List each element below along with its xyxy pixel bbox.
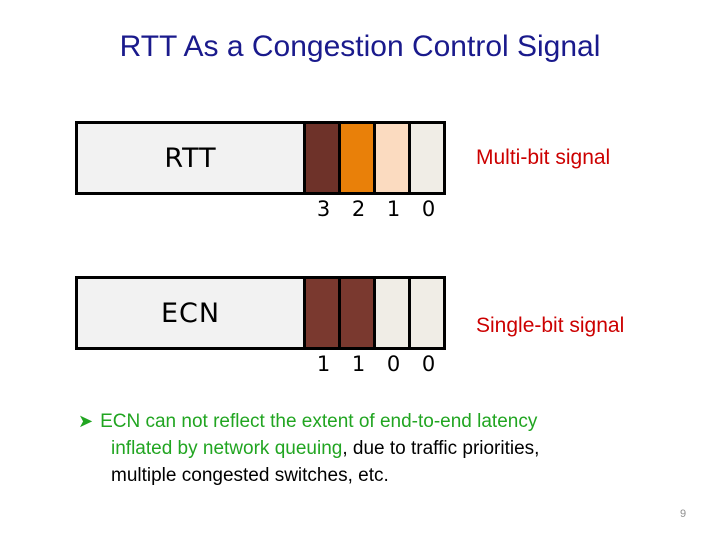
page-number: 9 <box>679 508 687 520</box>
ecn-tick-2: 1 <box>351 352 366 376</box>
rtt-bit-cell-1 <box>373 124 408 192</box>
ecn-bar-label: ECN <box>78 279 303 347</box>
rtt-bit-cell-3 <box>303 124 338 192</box>
ecn-tick-3: 1 <box>316 352 331 376</box>
bullet-line-1: ➤ ECN can not reflect the extent of end-t… <box>78 408 678 435</box>
ecn-bar: ECN <box>75 276 446 350</box>
multi-bit-signal-caption: Multi-bit signal <box>476 146 611 169</box>
rtt-tick-spacer <box>75 197 306 221</box>
bullet-line-3: multiple congested switches, etc. <box>78 462 678 489</box>
ecn-tick-1: 0 <box>386 352 401 376</box>
bullet-line-3-text: multiple congested switches, etc. <box>111 465 389 486</box>
ecn-tick-0: 0 <box>421 352 436 376</box>
rtt-tick-2: 2 <box>351 197 366 221</box>
bullet-line-2-black-text: , due to traffic priorities, <box>342 438 540 459</box>
ecn-bit-cell-1 <box>373 279 408 347</box>
ecn-tick-spacer <box>75 352 306 376</box>
bullet-line-2-green-text: inflated by network queuing <box>111 438 343 459</box>
ecn-tick-row: 1 1 0 0 <box>75 352 446 376</box>
rtt-tick-row: 3 2 1 0 <box>75 197 446 221</box>
rtt-tick-1: 1 <box>386 197 401 221</box>
arrow-bullet-icon: ➤ <box>78 411 94 432</box>
rtt-bit-cell-2 <box>338 124 373 192</box>
page-title: RTT As a Congestion Control Signal <box>119 30 601 63</box>
ecn-bit-cell-3 <box>303 279 338 347</box>
ecn-bit-cell-2 <box>338 279 373 347</box>
bullet-line-1-text: ECN can not reflect the extent of end-to… <box>100 411 538 432</box>
rtt-tick-0: 0 <box>421 197 436 221</box>
single-bit-signal-caption: Single-bit signal <box>476 314 625 337</box>
rtt-bar: RTT <box>75 121 446 195</box>
rtt-bar-label: RTT <box>78 124 303 192</box>
ecn-bit-cell-0 <box>408 279 443 347</box>
ecn-diagram-group: ECN 1 1 0 0 <box>75 276 446 376</box>
bullet-line-2: inflated by network queuing, due to traf… <box>78 435 678 462</box>
bullet-paragraph: ➤ ECN can not reflect the extent of end-t… <box>78 408 678 489</box>
rtt-bit-cell-0 <box>408 124 443 192</box>
rtt-tick-3: 3 <box>316 197 331 221</box>
rtt-diagram-group: RTT 3 2 1 0 <box>75 121 446 221</box>
